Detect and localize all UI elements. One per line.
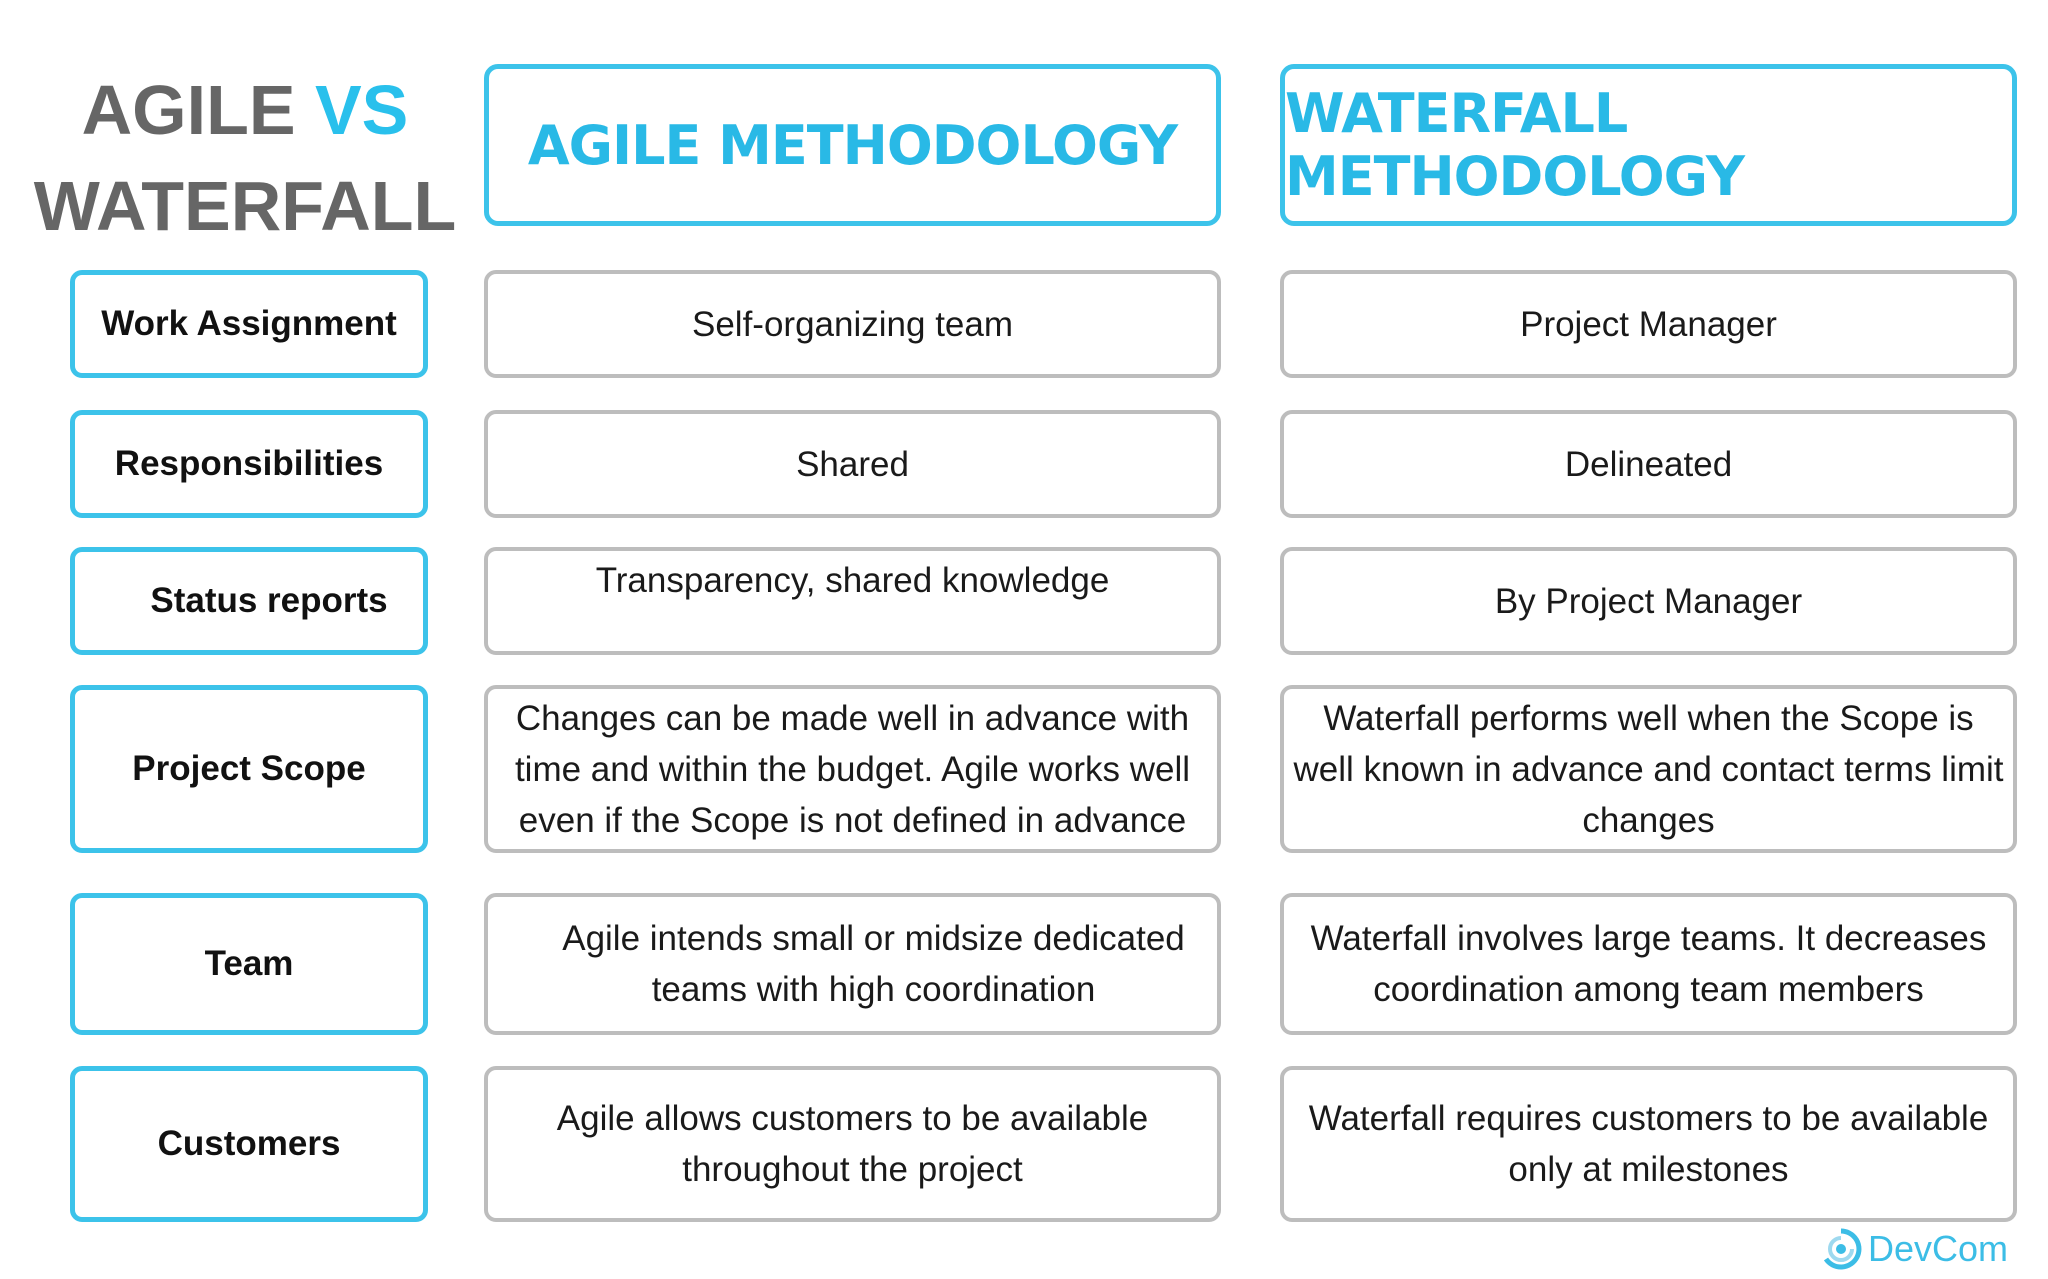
waterfall-customers: Waterfall requires customers to be avail… <box>1280 1066 2017 1222</box>
brand-name: DevCom <box>1867 1228 2008 1269</box>
agile-team: Agile intends small or midsize dedicated… <box>484 893 1221 1035</box>
waterfall-team: Waterfall involves large teams. It decre… <box>1280 893 2017 1035</box>
row-label-work-assignment: Work Assignment <box>70 270 428 378</box>
agile-customers: Agile allows customers to be available t… <box>484 1066 1221 1222</box>
agile-responsibilities: Shared <box>484 410 1221 518</box>
row-label-project-scope: Project Scope <box>70 685 428 853</box>
waterfall-header: WATERFALL METHODOLOGY <box>1280 64 2017 226</box>
agile-work-assignment: Self-organizing team <box>484 270 1221 378</box>
waterfall-responsibilities: Delineated <box>1280 410 2017 518</box>
title-vs: VS <box>314 71 409 149</box>
agile-project-scope: Changes can be made well in advance with… <box>484 685 1221 853</box>
agile-header: AGILE METHODOLOGY <box>484 64 1221 226</box>
row-label-responsibilities: Responsibilities <box>70 410 428 518</box>
devcom-logo: DevCom <box>1820 1228 2008 1270</box>
row-label-team: Team <box>70 893 428 1035</box>
agile-status-reports: Transparency, shared knowledge <box>484 547 1221 655</box>
devcom-logo-icon <box>1823 1228 1862 1270</box>
waterfall-project-scope: Waterfall performs well when the Scope i… <box>1280 685 2017 853</box>
waterfall-status-reports: By Project Manager <box>1280 547 2017 655</box>
page-title: AGILE VS WATERFALL <box>30 62 460 254</box>
row-label-status-reports: Status reports <box>70 547 428 655</box>
title-waterfall: WATERFALL <box>33 167 457 245</box>
row-label-customers: Customers <box>70 1066 428 1222</box>
waterfall-work-assignment: Project Manager <box>1280 270 2017 378</box>
title-agile: AGILE <box>81 71 296 149</box>
